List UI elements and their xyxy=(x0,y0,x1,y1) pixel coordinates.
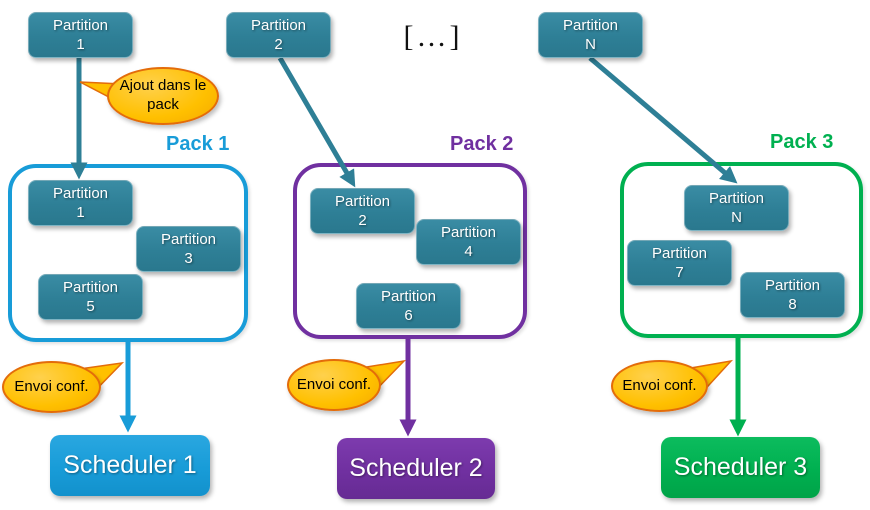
envoi-callout-3: Envoi conf. xyxy=(611,360,708,412)
envoi-callout-text: Envoi conf. xyxy=(622,376,697,394)
partition-number: 4 xyxy=(464,243,473,260)
envoi-callout-2: Envoi conf. xyxy=(287,359,381,411)
partition-number: 2 xyxy=(274,36,283,53)
scheduler-1-box: Scheduler 1 xyxy=(50,435,210,496)
ajout-callout-line2: pack xyxy=(147,96,179,113)
pack3-partition-7: Partition 7 xyxy=(627,240,732,286)
scheduler-label: Scheduler 2 xyxy=(349,454,483,482)
scheduler-label: Scheduler 3 xyxy=(673,453,808,481)
envoi-callout-text: Envoi conf. xyxy=(296,375,372,393)
partition-name: Partition xyxy=(52,184,109,202)
partition-name: Partition xyxy=(651,244,708,262)
partition-name: Partition xyxy=(52,16,109,34)
scheduler-3-box: Scheduler 3 xyxy=(661,437,820,498)
partition-name: Partition xyxy=(250,16,307,34)
partition-name: Partition xyxy=(440,223,497,241)
ajout-callout: Ajout dans le pack xyxy=(107,67,219,125)
pack2-partition-4: Partition 4 xyxy=(416,219,521,265)
partition-number: 8 xyxy=(788,296,797,313)
pack1-label: Pack 1 xyxy=(166,133,230,155)
partition-number: 7 xyxy=(675,264,684,281)
ellipsis-label: […] xyxy=(403,20,463,53)
partition-number: 3 xyxy=(184,250,193,267)
pack3-label: Pack 3 xyxy=(770,131,834,153)
partition-name: Partition xyxy=(708,189,765,207)
partition-name: Partition xyxy=(334,192,391,210)
partition-name: Partition xyxy=(562,16,619,34)
scheduler-label: Scheduler 1 xyxy=(63,451,197,479)
pack2-label: Pack 2 xyxy=(450,133,514,155)
ajout-callout-line1: Ajout dans le xyxy=(119,77,207,95)
partition-number: N xyxy=(731,209,742,226)
partition-name: Partition xyxy=(764,276,821,294)
pack3-partition-8: Partition 8 xyxy=(740,272,845,318)
partition-number: 1 xyxy=(76,204,85,221)
partition-name: Partition xyxy=(380,287,437,305)
pack2-partition-6: Partition 6 xyxy=(356,283,461,329)
envoi-callout-text: Envoi conf. xyxy=(14,377,89,395)
pack1-container: Partition 1 Partition 3 Partition 5 xyxy=(8,164,248,342)
envoi-callout-1: Envoi conf. xyxy=(2,361,101,413)
arrow-partition2-to-pack2 xyxy=(277,56,356,188)
partition-number: 5 xyxy=(86,298,95,315)
top-partition-1: Partition 1 xyxy=(28,12,133,58)
partition-number: 1 xyxy=(76,36,85,53)
pack3-partition-n: Partition N xyxy=(684,185,789,231)
pack2-container: Partition 2 Partition 4 Partition 6 xyxy=(293,163,527,339)
pack1-partition-1: Partition 1 xyxy=(28,180,133,226)
partition-number: 2 xyxy=(358,212,367,229)
top-partition-2: Partition 2 xyxy=(226,12,331,58)
partition-name: Partition xyxy=(62,278,119,296)
arrow-partitionN-to-pack3 xyxy=(588,56,738,184)
partition-number: N xyxy=(585,36,596,53)
scheduler-2-box: Scheduler 2 xyxy=(337,438,495,499)
pack2-partition-2: Partition 2 xyxy=(310,188,415,234)
partition-number: 6 xyxy=(404,307,413,324)
pack1-partition-5: Partition 5 xyxy=(38,274,143,320)
pack1-partition-3: Partition 3 xyxy=(136,226,241,272)
partition-name: Partition xyxy=(160,230,217,248)
top-partition-n: Partition N xyxy=(538,12,643,58)
pack3-container: Partition N Partition 7 Partition 8 xyxy=(620,162,863,338)
